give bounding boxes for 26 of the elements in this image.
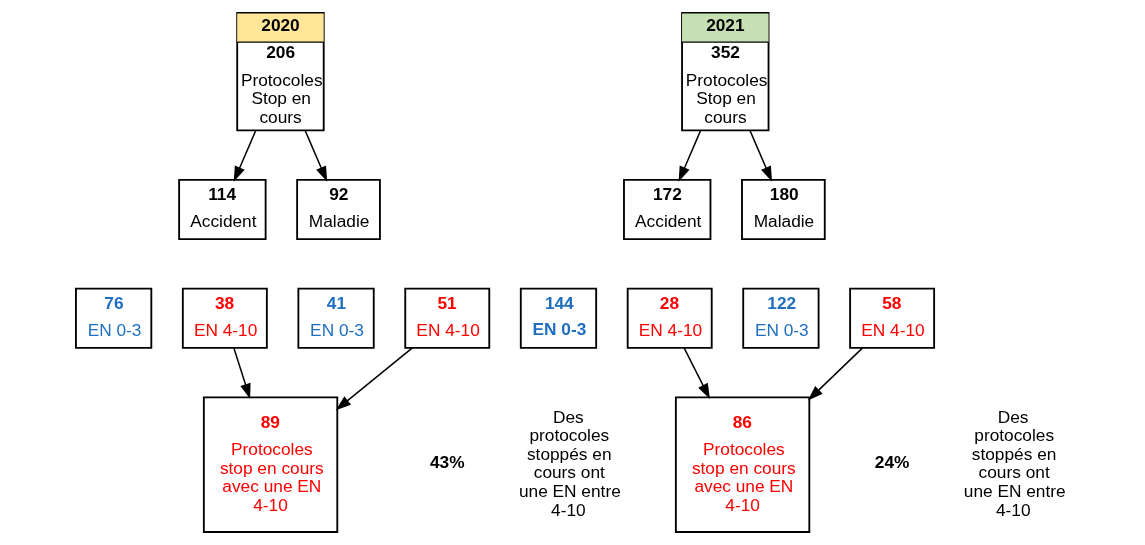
node-box: 51 EN 4-10 — [403, 287, 490, 349]
node-box: 38 EN 4-10 — [181, 287, 268, 349]
node-box: 122 EN 0-3 — [741, 287, 819, 349]
arrow — [335, 347, 413, 411]
arrow — [304, 130, 327, 182]
node-box: 114 Accident — [177, 178, 267, 241]
label: 24% — [874, 451, 909, 472]
arrow — [748, 130, 772, 182]
node-box: 180 Maladie — [740, 178, 826, 241]
node-box: 58 EN 4-10 — [848, 287, 935, 349]
arrow — [232, 347, 251, 400]
node-box: 92 Maladie — [295, 178, 381, 241]
arrow — [678, 130, 701, 182]
arrow — [682, 347, 710, 399]
node-box: 144 EN 0-3 — [519, 287, 597, 349]
label: Des protocoles stoppés en cours ont une EN entre 4-10 — [518, 406, 621, 520]
node-box: 89 Protocoles stop en cours avec une EN 4-10 — [202, 396, 338, 533]
arrow — [233, 130, 256, 182]
node-box: 76 EN 0-3 — [74, 287, 152, 349]
label: 43% — [429, 451, 465, 472]
node-box: 86 Protocoles stop en cours avec une EN 4-10 — [674, 396, 810, 533]
node-box: 172 Accident — [622, 178, 711, 241]
label: Des protocoles stoppés en cours ont une EN entre 4-10 — [963, 406, 1066, 520]
arrow — [807, 347, 863, 401]
node-box: 41 EN 0-3 — [296, 287, 375, 349]
node-box: 28 EN 4-10 — [626, 287, 713, 349]
